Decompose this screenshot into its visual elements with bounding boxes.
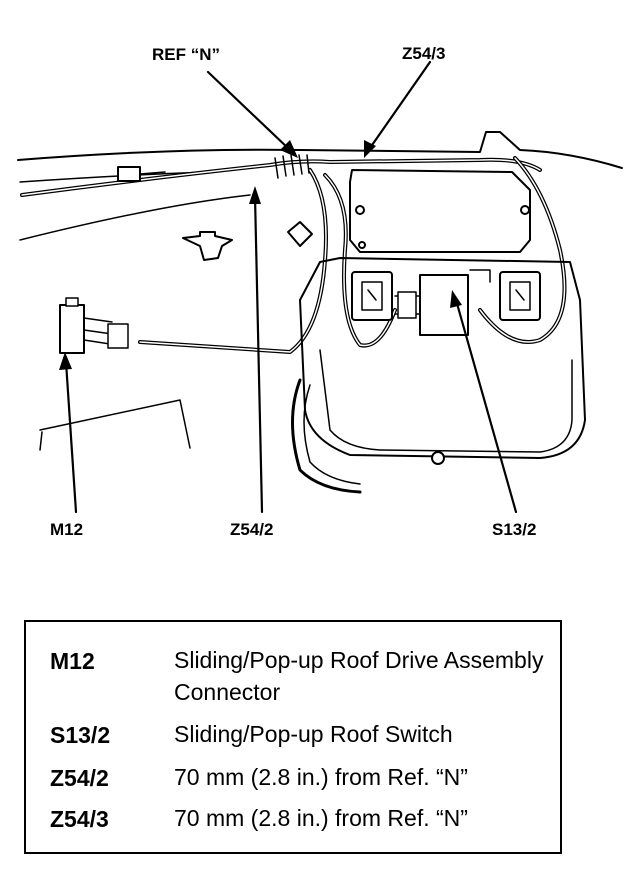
legend-table: M12 Sliding/Pop-up Roof Drive Assembly C… <box>24 620 562 854</box>
harness-connector <box>117 166 141 182</box>
leader-z54-2 <box>253 194 264 514</box>
ref-n-bundle-wrap <box>274 154 310 179</box>
legend-desc: Sliding/Pop-up Roof Drive Assembly Conne… <box>174 647 544 705</box>
callout-ref-n: REF “N” <box>152 45 220 64</box>
callout-s13-2: S13/2 <box>492 520 537 539</box>
legend-code: Z54/2 <box>50 765 109 791</box>
legend-code: Z54/3 <box>50 806 109 832</box>
callout-z54-3: Z54/3 <box>402 44 446 63</box>
leader-m12 <box>64 360 78 514</box>
liner-clip <box>182 231 233 261</box>
leader-s13-2 <box>454 298 518 514</box>
console-mount-plate <box>349 169 531 253</box>
left-panel-edge <box>39 399 191 449</box>
legend-code: S13/2 <box>50 722 111 748</box>
leader-ref-n <box>206 70 292 152</box>
legend-desc: 70 mm (2.8 in.) from Ref. “N” <box>174 805 468 831</box>
console-screw <box>431 451 445 465</box>
console-housing <box>299 257 586 459</box>
legend-desc: Sliding/Pop-up Roof Switch <box>174 721 453 747</box>
liner-square-detail <box>287 221 313 247</box>
leader-z54-3 <box>368 60 432 150</box>
console-trim-edge <box>291 378 362 494</box>
s13-2-switch-module <box>419 274 469 336</box>
callout-z54-2: Z54/2 <box>230 520 274 539</box>
callout-m12: M12 <box>50 520 84 539</box>
roof-panel-outline <box>17 131 623 169</box>
roof-trim-edge <box>19 194 251 241</box>
m12-connector <box>59 304 85 354</box>
console-housing-inner <box>319 349 573 453</box>
legend-code: M12 <box>50 648 95 674</box>
legend-desc: 70 mm (2.8 in.) from Ref. “N” <box>174 764 468 790</box>
main-harness-inner <box>21 158 541 196</box>
